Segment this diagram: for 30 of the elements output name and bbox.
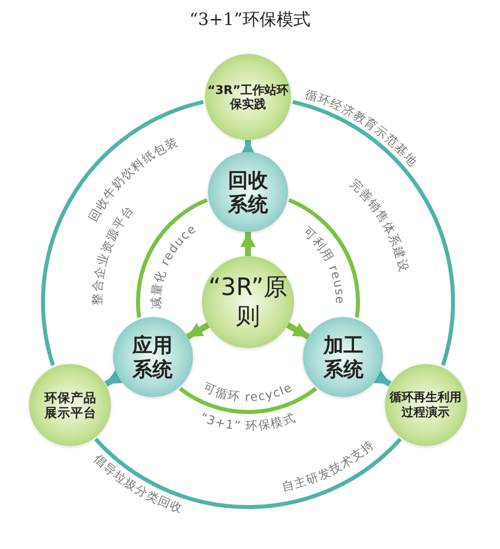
node-label: 环保产品展示平台 (43, 390, 98, 420)
node-label: “3R”工作站环保实践 (207, 82, 289, 112)
node-label: 循环再生利用过程演示 (388, 390, 463, 419)
arc-label: 完善销售体系建设 (347, 176, 412, 274)
arrow (286, 322, 310, 340)
arrow (104, 370, 123, 387)
node-label: 应用系统 (131, 333, 174, 381)
circle-node (202, 256, 294, 348)
arc-label: 可循环 recycle (201, 380, 295, 404)
connector-arc (136, 198, 208, 318)
node-label: “3R”原则 (208, 273, 288, 331)
arrow (373, 370, 392, 387)
arc-label: 倡导垃圾分类回收 (91, 452, 186, 516)
circle-node (112, 317, 193, 397)
connector-arc (288, 198, 360, 318)
node-label: 加工系统 (322, 333, 364, 381)
connector-arc (94, 438, 402, 509)
circle-node (303, 317, 384, 397)
node-label: 回收系统 (226, 168, 269, 216)
arc-label: 循环经济教育示范基地 (304, 87, 420, 170)
arrow (240, 140, 256, 155)
arc-label: “3+1” 环保模式 (198, 410, 298, 434)
connector-arc (41, 100, 204, 366)
arrow (186, 322, 210, 340)
connector-arc (292, 100, 455, 366)
diagram-title: “3+1”环保模式 (189, 10, 311, 30)
arrow (240, 232, 256, 256)
circle-node (208, 152, 288, 232)
arc-label: 自主研发技术支持 (280, 437, 378, 494)
connector-arc (178, 386, 318, 414)
